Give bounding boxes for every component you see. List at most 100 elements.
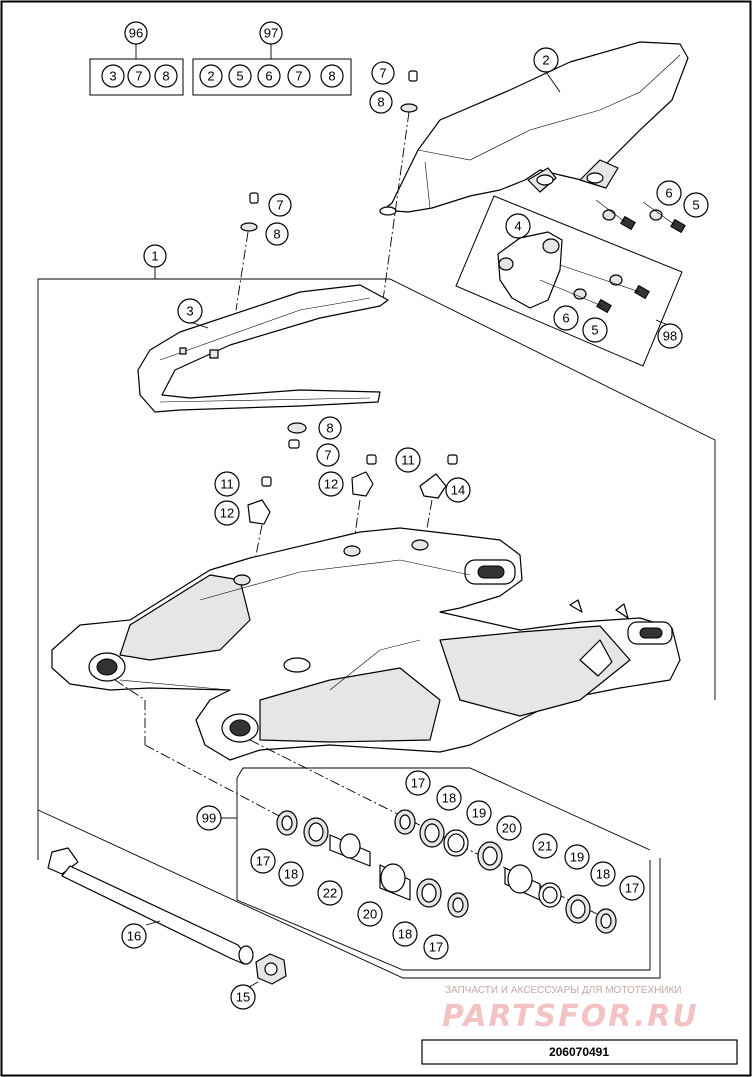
kit-97-member: 2: [199, 64, 223, 88]
svg-text:18: 18: [442, 791, 456, 806]
kit-99-callout[interactable]: 99: [196, 805, 222, 831]
callout-6[interactable]: 6: [656, 180, 682, 206]
kit-96-member: 8: [154, 64, 178, 88]
callout-6[interactable]: 6: [553, 305, 579, 331]
svg-text:16: 16: [127, 929, 141, 944]
svg-text:3: 3: [109, 69, 116, 84]
svg-text:99: 99: [202, 811, 216, 826]
callout-8[interactable]: 8: [369, 90, 393, 114]
svg-text:3: 3: [186, 304, 193, 319]
svg-text:12: 12: [324, 477, 338, 492]
callout-18[interactable]: 18: [392, 921, 418, 947]
callout-20[interactable]: 20: [496, 815, 522, 841]
callout-17[interactable]: 17: [619, 875, 645, 901]
bearing-parts: [276, 809, 617, 934]
callout-19[interactable]: 19: [564, 844, 590, 870]
callout-12[interactable]: 12: [214, 500, 240, 526]
callout-19[interactable]: 19: [466, 800, 492, 826]
callout-18[interactable]: 18: [436, 785, 462, 811]
svg-text:98: 98: [663, 329, 677, 344]
kit-97-group: 97 2 5 6 7 8: [192, 21, 352, 96]
svg-text:18: 18: [596, 867, 610, 882]
callout-17[interactable]: 17: [423, 934, 449, 960]
svg-text:19: 19: [472, 806, 486, 821]
screw-7-middle: [287, 422, 307, 449]
callout-7[interactable]: 7: [316, 443, 340, 467]
swingarm-body-drawing: [51, 527, 681, 761]
svg-text:17: 17: [429, 940, 443, 955]
screw-7-top: [382, 70, 418, 301]
callout-20[interactable]: 20: [357, 901, 383, 927]
callout-17[interactable]: 17: [250, 848, 276, 874]
svg-text:15: 15: [236, 990, 250, 1005]
kit-97-member: 6: [257, 64, 281, 88]
callout-17[interactable]: 17: [405, 770, 431, 796]
drawing-code-box: 206070491: [421, 1039, 738, 1065]
callout-7[interactable]: 7: [268, 193, 292, 217]
cable-holder-parts: [247, 454, 458, 576]
svg-text:7: 7: [295, 69, 302, 84]
callout-18[interactable]: 18: [278, 861, 304, 887]
callout-7[interactable]: 7: [371, 61, 395, 85]
kit-98-callout[interactable]: 98: [657, 323, 683, 349]
svg-text:19: 19: [570, 850, 584, 865]
callout-14[interactable]: 14: [445, 477, 471, 503]
svg-text:11: 11: [401, 453, 415, 468]
svg-text:8: 8: [326, 421, 333, 436]
callout-2-chain-guard[interactable]: 2: [533, 47, 559, 73]
svg-text:17: 17: [411, 776, 425, 791]
svg-text:20: 20: [363, 907, 377, 922]
callout-16[interactable]: 16: [121, 923, 147, 949]
svg-text:PARTSFOR.RU: PARTSFOR.RU: [442, 999, 699, 1034]
callout-8[interactable]: 8: [265, 222, 289, 246]
drawing-code: 206070491: [549, 1045, 609, 1059]
callout-12[interactable]: 12: [318, 471, 344, 497]
svg-text:21: 21: [538, 839, 552, 854]
svg-text:6: 6: [665, 186, 672, 201]
svg-text:11: 11: [220, 477, 234, 492]
svg-text:8: 8: [328, 69, 335, 84]
kit-96-callout[interactable]: 96: [124, 21, 148, 45]
svg-text:7: 7: [276, 198, 283, 213]
svg-text:12: 12: [220, 506, 234, 521]
callout-11[interactable]: 11: [395, 447, 421, 473]
svg-text:1: 1: [151, 249, 158, 264]
svg-text:17: 17: [256, 854, 270, 869]
svg-text:97: 97: [264, 26, 278, 41]
svg-text:6: 6: [265, 69, 272, 84]
svg-text:5: 5: [591, 323, 598, 338]
callout-22[interactable]: 22: [317, 880, 343, 906]
swingarm-frame-outline: [37, 266, 716, 979]
callout-8[interactable]: 8: [318, 416, 342, 440]
svg-text:7: 7: [135, 69, 142, 84]
chain-guard-screws: [595, 199, 686, 234]
svg-text:14: 14: [451, 483, 465, 498]
callout-21[interactable]: 21: [532, 833, 558, 859]
screw-7-left: [235, 192, 259, 311]
kit-97-member: 8: [320, 64, 344, 88]
svg-text:8: 8: [377, 95, 384, 110]
chain-guard-drawing: [379, 41, 689, 216]
svg-text:18: 18: [398, 927, 412, 942]
callout-5[interactable]: 5: [683, 192, 709, 218]
kit-97-callout[interactable]: 97: [259, 21, 283, 45]
callout-3-chain-slider[interactable]: 3: [177, 298, 203, 324]
callout-15[interactable]: 15: [230, 984, 256, 1010]
svg-text:ЗАПЧАСТИ И АКСЕССУАРЫ ДЛЯ МОТО: ЗАПЧАСТИ И АКСЕССУАРЫ ДЛЯ МОТОТЕХНИКИ: [445, 985, 682, 996]
kit-96-member: 3: [101, 64, 125, 88]
watermark: ЗАПЧАСТИ И АКСЕССУАРЫ ДЛЯ МОТОТЕХНИКИ PA…: [442, 985, 699, 1034]
callout-4[interactable]: 4: [505, 213, 531, 239]
kit-97-member: 5: [228, 64, 252, 88]
kit-96-group: 96 3 7 8: [89, 21, 184, 96]
callout-18[interactable]: 18: [590, 861, 616, 887]
callout-1-swingarm[interactable]: 1: [143, 244, 167, 268]
kit-98-box: [455, 195, 683, 367]
svg-text:20: 20: [502, 821, 516, 836]
callout-5[interactable]: 5: [582, 317, 608, 343]
svg-text:18: 18: [284, 867, 298, 882]
svg-text:7: 7: [324, 448, 331, 463]
callout-11[interactable]: 11: [214, 471, 240, 497]
kit-96-member: 7: [127, 64, 151, 88]
